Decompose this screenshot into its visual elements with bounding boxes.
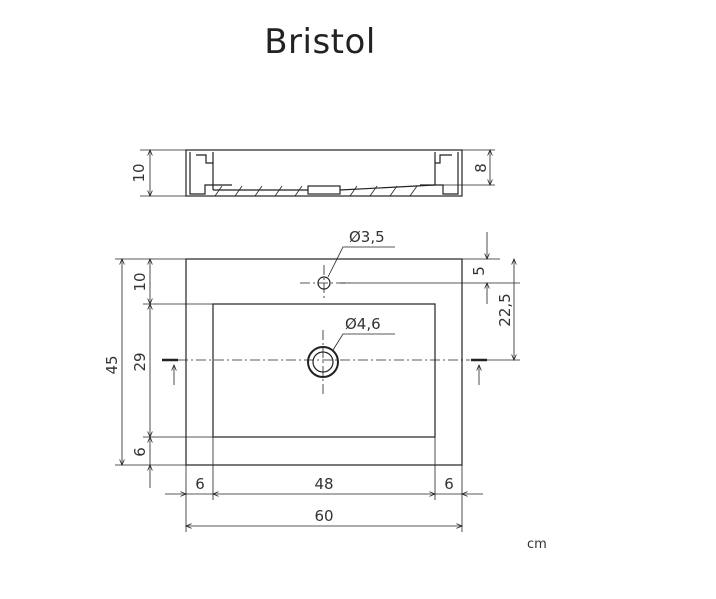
basin-depth-label: 29	[131, 352, 149, 371]
unit-label: cm	[527, 537, 547, 552]
tap-offset-label: 5	[470, 266, 488, 276]
top-view-outline	[185, 258, 463, 466]
drawing-title: Bristol	[264, 22, 376, 62]
top-rim-label: 10	[131, 272, 149, 291]
right-rim-width-label: 6	[444, 475, 454, 493]
drain-diameter-label: Ø4,6	[345, 315, 381, 333]
side-view	[140, 150, 495, 196]
drain-outer	[307, 346, 339, 378]
side-drain	[307, 185, 341, 195]
side-view-outline	[185, 149, 463, 197]
basin-width-label: 48	[314, 475, 333, 493]
drain-offset-label: 22,5	[496, 293, 514, 326]
side-right-wall	[420, 152, 459, 195]
side-height-right-label: 8	[472, 163, 490, 173]
top-view	[115, 232, 520, 532]
overall-depth-label: 45	[103, 355, 121, 374]
tap-hole-diameter-label: Ø3,5	[349, 228, 385, 246]
left-rim-width-label: 6	[195, 475, 205, 493]
overall-width-label: 60	[314, 507, 333, 525]
basin-outline	[212, 303, 436, 438]
side-left-wall	[189, 152, 232, 195]
side-height-left-label: 10	[130, 163, 148, 182]
bottom-rim-label: 6	[131, 447, 149, 457]
